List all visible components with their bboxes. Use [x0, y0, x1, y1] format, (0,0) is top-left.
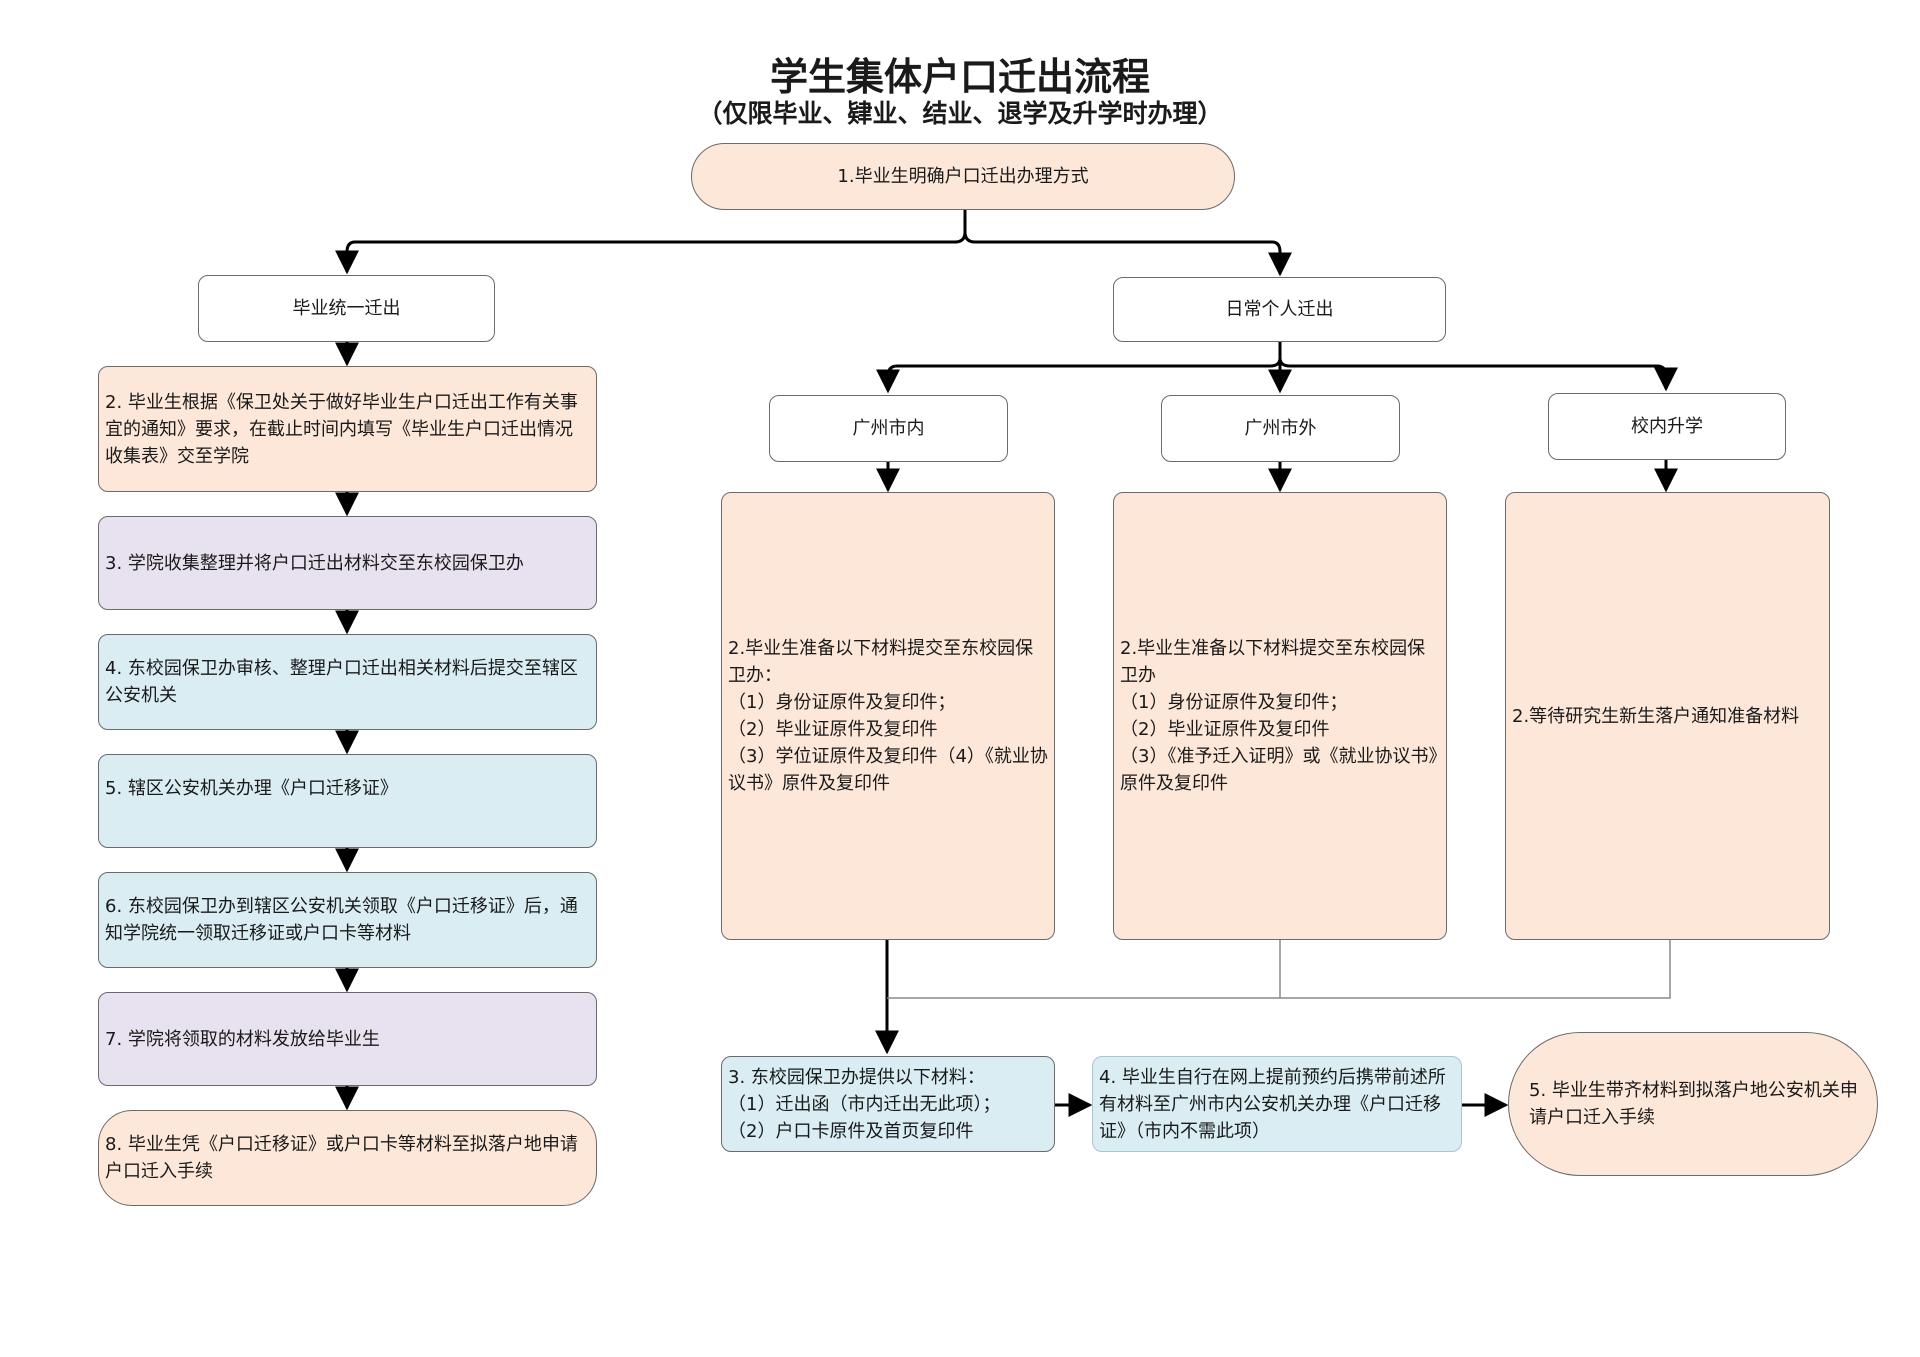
left-step-2: 2. 毕业生根据《保卫处关于做好毕业生户口迁出工作有关事宜的通知》要求，在截止时… [98, 366, 597, 492]
left-step-7-text: 7. 学院将领取的材料发放给毕业生 [105, 1028, 380, 1050]
left-step-8: 8. 毕业生凭《户口迁移证》或户口卡等材料至拟落户地申请户口迁入手续 [98, 1110, 597, 1206]
right-header-box: 日常个人迁出 [1113, 277, 1446, 342]
branch-content-guangzhou-in-text: 2.毕业生准备以下材料提交至东校园保卫办： （1）身份证原件及复印件； （2）毕… [728, 638, 1048, 794]
connector-top-right [963, 231, 1292, 277]
left-step-5: 5. 辖区公安机关办理《户口迁移证》 [98, 754, 597, 848]
branch-content-guangzhou-in: 2.毕业生准备以下材料提交至东校园保卫办： （1）身份证原件及复印件； （2）毕… [721, 492, 1055, 940]
merge-line [887, 940, 1671, 999]
branch-label-guangzhou-in-text: 广州市内 [852, 418, 925, 439]
connector-top-stem [335, 210, 967, 275]
page-title: 学生集体户口迁出流程 [769, 55, 1150, 99]
right-step-3-text: 3. 东校园保卫办提供以下材料： （1）迁出函（市内迁出无此项）； （2）户口卡… [728, 1066, 1001, 1142]
branch-content-school-text: 2.等待研究生新生落户通知准备材料 [1512, 705, 1800, 727]
branch-label-school: 校内升学 [1548, 393, 1786, 460]
left-header-box: 毕业统一迁出 [198, 275, 495, 342]
left-step-6: 6. 东校园保卫办到辖区公安机关领取《户口迁移证》后，通知学院统一领取迁移证或户… [98, 872, 597, 968]
right-step-3: 3. 东校园保卫办提供以下材料： （1）迁出函（市内迁出无此项）； （2）户口卡… [721, 1056, 1055, 1152]
page-subtitle: （仅限毕业、肄业、结业、退学及升学时办理） [697, 99, 1223, 128]
right-step-5: 5. 毕业生带齐材料到拟落户地公安机关申请户口迁入手续 [1508, 1032, 1878, 1176]
right-step-4: 4. 毕业生自行在网上提前预约后携带前述所有材料至广州市内公安机关办理《户口迁移… [1092, 1056, 1462, 1152]
left-step-6-text: 6. 东校园保卫办到辖区公安机关领取《户口迁移证》后，通知学院统一领取迁移证或户… [105, 896, 578, 944]
left-step-3-text: 3. 学院收集整理并将户口迁出材料交至东校园保卫办 [105, 552, 524, 574]
left-step-3: 3. 学院收集整理并将户口迁出材料交至东校园保卫办 [98, 516, 597, 610]
right-step-5-text: 5. 毕业生带齐材料到拟落户地公安机关申请户口迁入手续 [1529, 1080, 1858, 1128]
left-step-5-text: 5. 辖区公安机关办理《户口迁移证》 [105, 778, 398, 799]
branch-label-guangzhou-out-text: 广州市外 [1244, 418, 1317, 439]
left-header-text: 毕业统一迁出 [292, 298, 401, 319]
left-step-4: 4. 东校园保卫办审核、整理户口迁出相关材料后提交至辖区公安机关 [98, 634, 597, 730]
right-header-text: 日常个人迁出 [1225, 299, 1334, 320]
left-step-7: 7. 学院将领取的材料发放给毕业生 [98, 992, 597, 1086]
branch-label-school-text: 校内升学 [1631, 416, 1703, 437]
connector-right-right [1278, 357, 1678, 392]
branch-content-guangzhou-out: 2.毕业生准备以下材料提交至东校园保卫办 （1）身份证原件及复印件； （2）毕业… [1113, 492, 1447, 940]
step-1-box: 1.毕业生明确户口迁出办理方式 [691, 143, 1235, 210]
branch-content-school: 2.等待研究生新生落户通知准备材料 [1505, 492, 1830, 940]
connector-right-stem [876, 342, 1282, 394]
left-step-8-text: 8. 毕业生凭《户口迁移证》或户口卡等材料至拟落户地申请户口迁入手续 [105, 1134, 578, 1182]
branch-label-guangzhou-in: 广州市内 [769, 395, 1008, 462]
right-step-4-text: 4. 毕业生自行在网上提前预约后携带前述所有材料至广州市内公安机关办理《户口迁移… [1099, 1066, 1446, 1142]
branch-label-guangzhou-out: 广州市外 [1161, 395, 1400, 462]
left-step-2-text: 2. 毕业生根据《保卫处关于做好毕业生户口迁出工作有关事宜的通知》要求，在截止时… [105, 391, 578, 467]
left-step-4-text: 4. 东校园保卫办审核、整理户口迁出相关材料后提交至辖区公安机关 [105, 658, 578, 706]
branch-content-guangzhou-out-text: 2.毕业生准备以下材料提交至东校园保卫办 （1）身份证原件及复印件； （2）毕业… [1120, 638, 1438, 794]
step-1-text: 1.毕业生明确户口迁出办理方式 [837, 166, 1089, 187]
